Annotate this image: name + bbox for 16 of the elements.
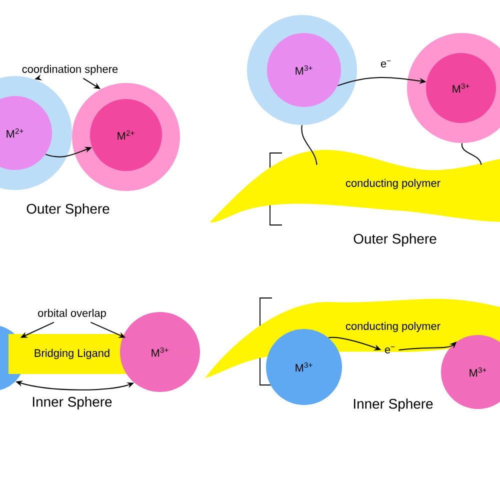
metal-ion: M$^{3+}$	[120, 312, 200, 392]
metal-ion: M$^{3+}$	[441, 335, 500, 409]
tether-line	[461, 142, 482, 166]
metal-ion: M$^{2+}$	[0, 96, 52, 170]
panel-caption: Inner Sphere	[32, 396, 112, 410]
callout-label: coordination sphere	[22, 64, 118, 76]
metal-ion: M$^{2+}$	[90, 99, 162, 171]
panel-caption: Outer Sphere	[26, 204, 110, 216]
callout-label: orbital overlap	[38, 308, 106, 320]
panel-caption: Inner Sphere	[354, 398, 433, 412]
metal-ion: M$^{3+}$	[426, 53, 496, 123]
metal-ion: M$^{3+}$	[266, 329, 342, 405]
tether-line	[301, 124, 318, 166]
metal-ion: M$^{3+}$	[267, 33, 341, 107]
polymer-band: conducting polymer	[210, 150, 500, 222]
edge-label: e$^{−}$	[380, 60, 391, 68]
